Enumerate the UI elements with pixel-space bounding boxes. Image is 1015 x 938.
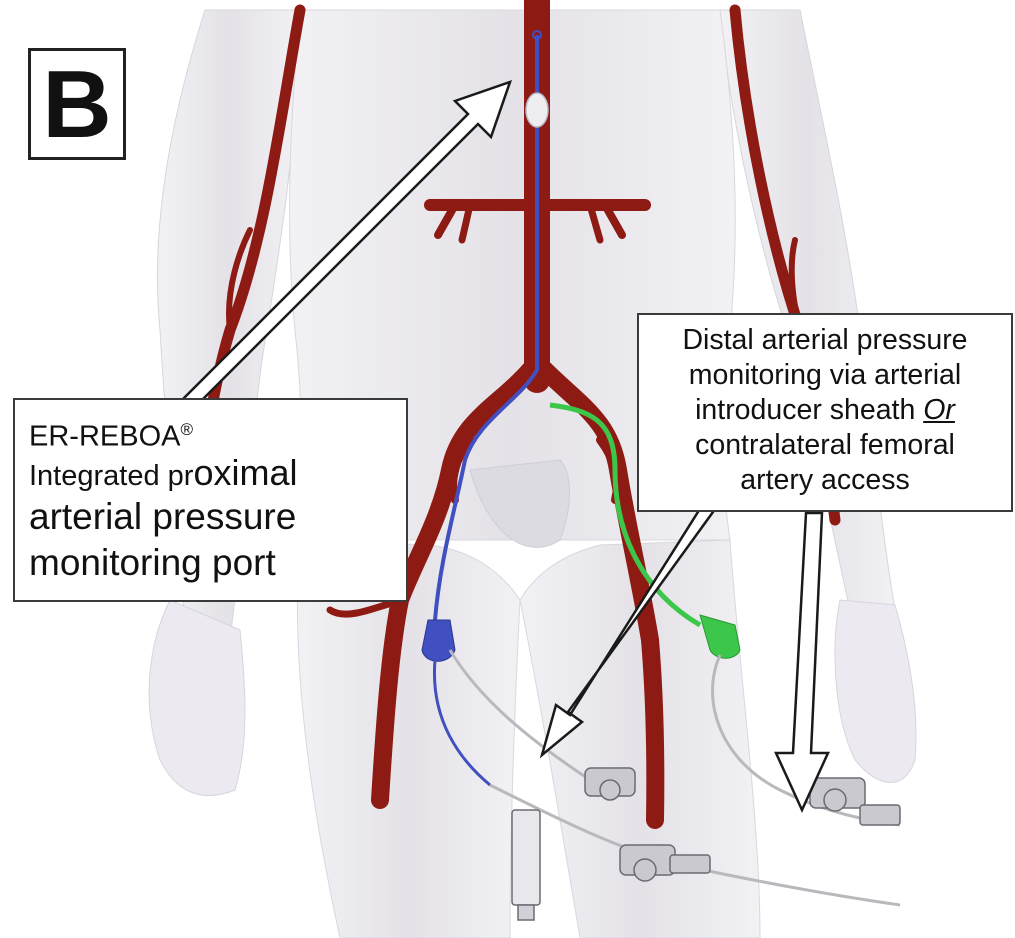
proximal-label-line-3: arterial pressure xyxy=(29,494,392,540)
proximal-line2-small: Integrated pr xyxy=(29,460,193,492)
panel-label: B xyxy=(28,48,126,160)
syringe xyxy=(512,810,540,905)
distal-label-line-3: introducer sheath Or xyxy=(647,393,1003,428)
right-hand xyxy=(835,600,916,783)
distal-label-line-2: monitoring via arterial xyxy=(647,358,1003,393)
proximal-label-line-2: Integrated proximal xyxy=(29,455,392,494)
distal-label-line-1: Distal arterial pressure xyxy=(647,323,1003,358)
proximal-label-line-1: ER-REBOA® xyxy=(29,412,392,455)
reboa-hub xyxy=(422,620,455,661)
proximal-device-name: ER-REBOA xyxy=(29,421,180,453)
distal-line3-text: introducer sheath xyxy=(695,394,923,426)
proximal-label-line-4: monitoring port xyxy=(29,540,392,586)
reboa-balloon xyxy=(526,93,548,127)
distal-monitoring-label: Distal arterial pressure monitoring via … xyxy=(637,313,1013,512)
registered-mark: ® xyxy=(180,420,193,439)
distal-line3-emphasis: Or xyxy=(923,394,955,426)
distal-label-line-4: contralateral femoral xyxy=(647,428,1003,463)
proximal-port-label: ER-REBOA® Integrated proximal arterial p… xyxy=(13,398,408,602)
left-hand xyxy=(149,600,245,796)
distal-label-line-5: artery access xyxy=(647,463,1003,498)
arrow-to-contralateral xyxy=(776,513,828,810)
proximal-line2-large: oximal xyxy=(193,452,297,493)
